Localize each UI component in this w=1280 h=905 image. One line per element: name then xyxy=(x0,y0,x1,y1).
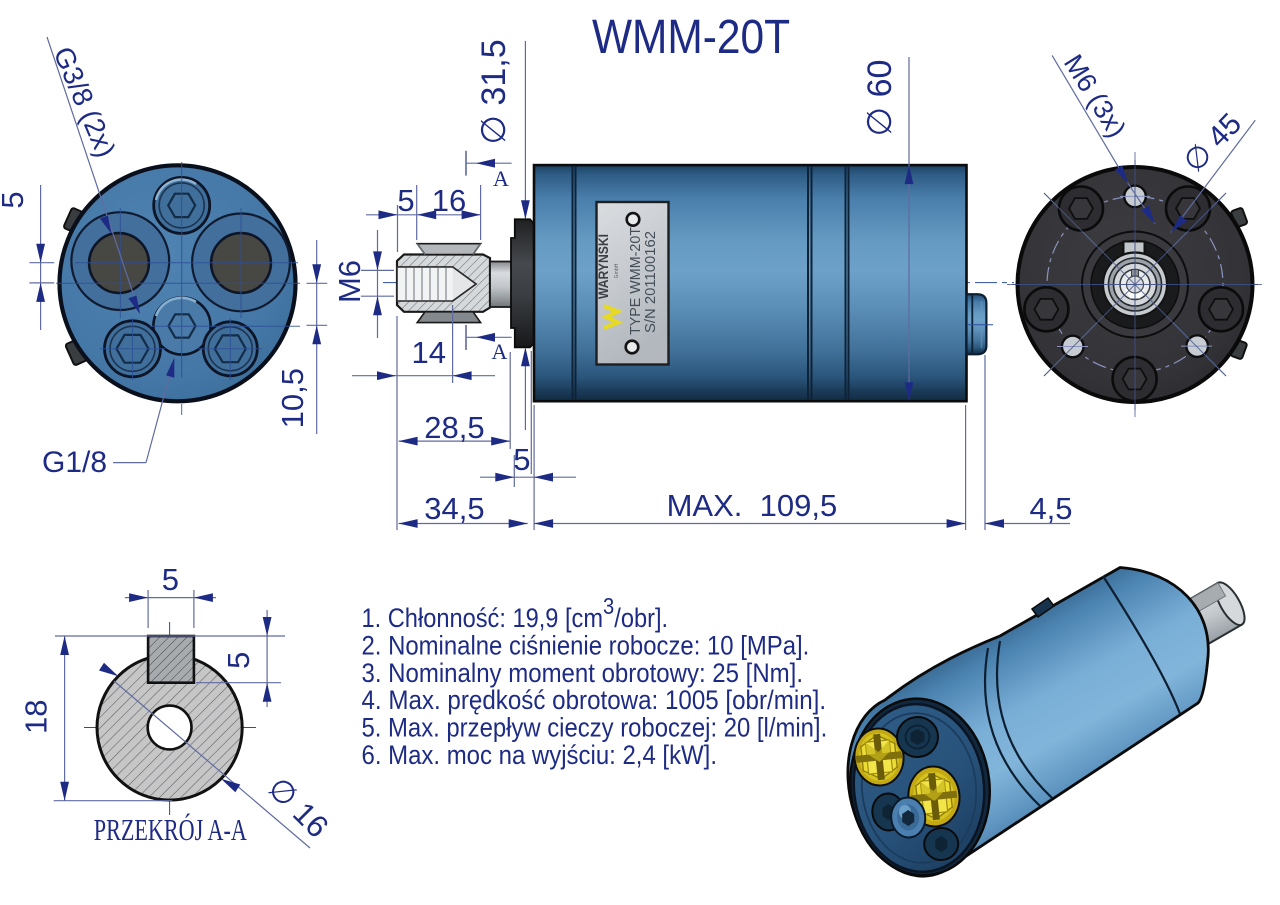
svg-text:5: 5 xyxy=(0,191,30,208)
svg-text:G1/8: G1/8 xyxy=(42,446,107,479)
svg-text:WARYNSKI: WARYNSKI xyxy=(595,234,611,299)
svg-text:A: A xyxy=(492,339,508,364)
svg-text:M6 (3x): M6 (3x) xyxy=(1058,49,1132,143)
svg-text:18: 18 xyxy=(18,700,53,734)
svg-text:∅ 31,5: ∅ 31,5 xyxy=(475,39,513,144)
svg-text:M6: M6 xyxy=(332,260,367,303)
svg-text:5. Max. przepływ cieczy robocz: 5. Max. przepływ cieczy roboczej: 20 [l/… xyxy=(362,713,828,743)
svg-text:34,5: 34,5 xyxy=(424,491,484,526)
svg-text:WMM-20T: WMM-20T xyxy=(592,11,790,64)
svg-text:5: 5 xyxy=(221,652,256,669)
svg-text:A: A xyxy=(493,166,509,191)
svg-text:PRZEKRÓJ A-A: PRZEKRÓJ A-A xyxy=(94,812,247,847)
svg-text:G3/8 (2x): G3/8 (2x) xyxy=(47,42,121,162)
svg-text:5: 5 xyxy=(397,183,414,218)
svg-text:4,5: 4,5 xyxy=(1029,491,1072,526)
svg-text:2. Nominalne ciśnienie robocze: 2. Nominalne ciśnienie robocze: 10 [MPa]… xyxy=(362,630,810,660)
svg-text:MAX. 109,5: MAX. 109,5 xyxy=(667,488,838,523)
svg-text:16: 16 xyxy=(432,183,466,218)
svg-text:28,5: 28,5 xyxy=(424,410,484,445)
svg-text:TYPE WMM-20T: TYPE WMM-20T xyxy=(628,227,644,335)
svg-text:6. Max. moc na wyjściu: 2,4 [k: 6. Max. moc na wyjściu: 2,4 [kW]. xyxy=(362,740,718,770)
svg-text:14: 14 xyxy=(411,335,445,370)
svg-text:3. Nominalny moment obrotowy:: 3. Nominalny moment obrotowy: 25 [Nm]. xyxy=(362,658,804,688)
svg-text:5: 5 xyxy=(162,562,179,597)
svg-text:S/N 201100162: S/N 201100162 xyxy=(643,231,659,333)
svg-text:10,5: 10,5 xyxy=(275,368,310,428)
svg-text:∅ 16: ∅ 16 xyxy=(261,770,335,844)
svg-text:∅ 60: ∅ 60 xyxy=(861,60,899,137)
svg-text:GmbH: GmbH xyxy=(614,263,620,278)
svg-text:1. Chłonność: 19,9 [cm3/obr].: 1. Chłonność: 19,9 [cm3/obr]. xyxy=(362,593,669,634)
svg-text:4. Max. prędkość obrotowa: 100: 4. Max. prędkość obrotowa: 1005 [obr/min… xyxy=(362,685,827,715)
svg-text:5: 5 xyxy=(513,442,530,477)
